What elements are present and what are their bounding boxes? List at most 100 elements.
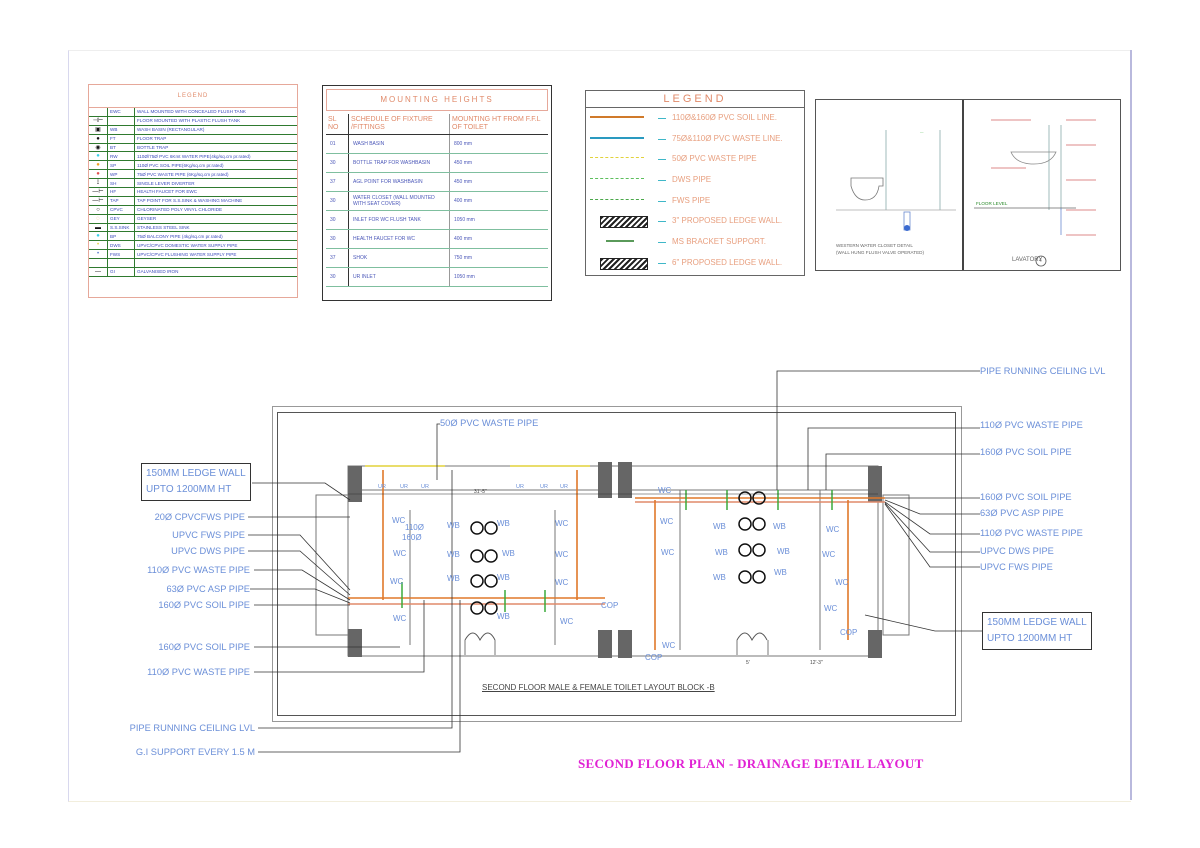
symbol-code: DWS — [107, 240, 135, 251]
fixture-label-wb: WB — [713, 522, 726, 531]
fixture-name: HEALTH FAUCET FOR WC — [348, 229, 450, 249]
fixture-label-wb: WB — [713, 573, 726, 582]
fixture-label-ur: UR — [378, 484, 386, 490]
fixture-name: SHOK — [348, 248, 450, 268]
right-pipe-callout: 160Ø PVC SOIL PIPE — [980, 492, 1072, 502]
wash-basin-fixtures — [470, 491, 766, 615]
col-header-height: MOUNTING HT FROM F.F.L OF TOILET — [449, 114, 548, 135]
fixture-label-wc: WC — [555, 519, 569, 528]
pipe-legend-row: FWS PIPE — [586, 191, 804, 212]
fixture-label-wb: WB — [777, 547, 790, 556]
right-pipe-callout: 110Ø PVC WASTE PIPE — [980, 528, 1083, 538]
symbols-legend-row — [89, 258, 297, 269]
left-pipe-callout: PIPE RUNNING CEILING LVL — [129, 723, 255, 733]
drawing-main-title: SECOND FLOOR PLAN - DRAINAGE DETAIL LAYO… — [578, 756, 924, 771]
left-pipe-callout: UPVC DWS PIPE — [171, 546, 245, 556]
fixture-label-wc: WC — [822, 550, 836, 559]
symbol-code: GEY — [107, 214, 135, 224]
symbol-description: UPVC/CPVC DOMESTIC WATER SUPPLY PIPE — [134, 240, 297, 251]
symbol-description: CHLORINATED POLY VINYL CHLORIDE — [134, 205, 297, 215]
sl-no: 37 — [326, 248, 349, 268]
fixture-label-wc: WC — [662, 641, 676, 650]
pipe-legend-row: 3" PROPOSED LEDGE WALL. — [586, 211, 804, 232]
right-ledge-wall-callout: 150MM LEDGE WALL UPTO 1200MM HT — [982, 612, 1092, 650]
left-pipe-callout: 160Ø PVC SOIL PIPE — [158, 642, 250, 652]
pipe-legend-label: 75Ø&110Ø PVC WASTE LINE. — [672, 133, 783, 143]
lavatory-detail-number: 4 — [1039, 258, 1042, 264]
gi-icon: — — [89, 267, 108, 277]
mounting-heights-title: MOUNTING HEIGHTS — [326, 89, 548, 111]
symbol-description: 75Ø PVC WASTE PIPE (6Kg/sq.cm pr.rated) — [134, 169, 297, 180]
blank-cell — [89, 258, 108, 269]
mounting-height: 450 mm — [449, 172, 548, 192]
fixture-label-ur: UR — [400, 484, 408, 490]
right-pipe-callout: 63Ø PVC ASP PIPE — [980, 508, 1064, 518]
pipe-legend-row: 75Ø&110Ø PVC WASTE LINE. — [586, 129, 804, 150]
wc-note: — — [920, 130, 924, 134]
symbol-description: GEYSER — [134, 214, 297, 224]
pipe-line-swatch-icon — [590, 136, 644, 139]
fixture-label-wc: WC — [390, 577, 404, 586]
fixture-label-wc: WC — [555, 578, 569, 587]
fixture-name: WASH BASIN — [348, 134, 450, 154]
pipe-legend-label: 6" PROPOSED LEDGE WALL. — [672, 257, 783, 267]
fixture-label-ur: UR — [560, 484, 568, 490]
bracket-swatch-icon — [606, 240, 634, 243]
single-lever-icon: ⟟ — [89, 178, 108, 189]
symbol-code: RW — [107, 151, 135, 162]
legend-separator — [658, 180, 666, 182]
left-pipe-callout: 20Ø CPVCFWS PIPE — [154, 512, 245, 522]
fixture-label-ur: UR — [540, 484, 548, 490]
right-pipe-callout: 110Ø PVC WASTE PIPE — [980, 420, 1083, 430]
pipe-legend-label: 3" PROPOSED LEDGE WALL. — [672, 216, 783, 226]
wall-wc-icon — [89, 108, 108, 117]
pipe-legend-label: FWS PIPE — [672, 195, 711, 205]
details-divider — [962, 100, 964, 270]
symbols-legend-title: LEGEND — [89, 85, 297, 108]
legend-separator — [658, 138, 666, 140]
fixture-label-wc: WC — [555, 550, 569, 559]
fixture-label-wc: WC — [660, 517, 674, 526]
mounting-height: 750 mm — [449, 248, 548, 268]
fixture-label-wc: WC — [658, 486, 672, 495]
symbol-code — [107, 116, 135, 126]
symbol-code — [107, 258, 135, 269]
tap-point-icon: —⊢ — [89, 196, 108, 206]
pipe-line-swatch-icon — [590, 116, 644, 118]
pipe-legend-row: 110Ø&160Ø PVC SOIL LINE. — [586, 108, 804, 129]
legend-separator — [658, 242, 666, 244]
plan-inner-border — [277, 412, 956, 716]
lavatory-detail-drawing — [974, 119, 1096, 267]
geyser-icon: ◌ — [89, 214, 108, 224]
symbol-code: EWC — [107, 108, 135, 117]
symbol-description: HEALTH FAUCET FOR EWC — [134, 187, 297, 197]
left-ledge-wall-line-2: UPTO 1200MM HT — [146, 484, 232, 495]
mounting-heights-table: MOUNTING HEIGHTS SL NO SCHEDULE OF FIXTU… — [322, 85, 552, 301]
pipe-legend-row: MS BRACKET SUPPORT. — [586, 232, 804, 253]
fixture-label-cop: COP — [601, 601, 619, 610]
fixture-details-panel: — WESTERN WATER CLOSET DETAIL (WALL HUNG… — [815, 99, 1121, 271]
symbol-code: WP — [107, 169, 135, 180]
left-ledge-wall-line-1: 150MM LEDGE WALL — [146, 468, 246, 479]
col-header-schedule: SCHEDULE OF FIXTURE /FITTINGS — [348, 114, 450, 135]
symbol-code: TAP — [107, 196, 135, 206]
pipe-line-swatch-icon — [590, 198, 644, 200]
symbol-description — [134, 258, 297, 269]
fixture-label-wb: WB — [497, 519, 510, 528]
fixture-label-wb: WB — [497, 573, 510, 582]
right-pipe-callout: UPVC DWS PIPE — [980, 546, 1054, 556]
fixture-label-wc: WC — [393, 614, 407, 623]
